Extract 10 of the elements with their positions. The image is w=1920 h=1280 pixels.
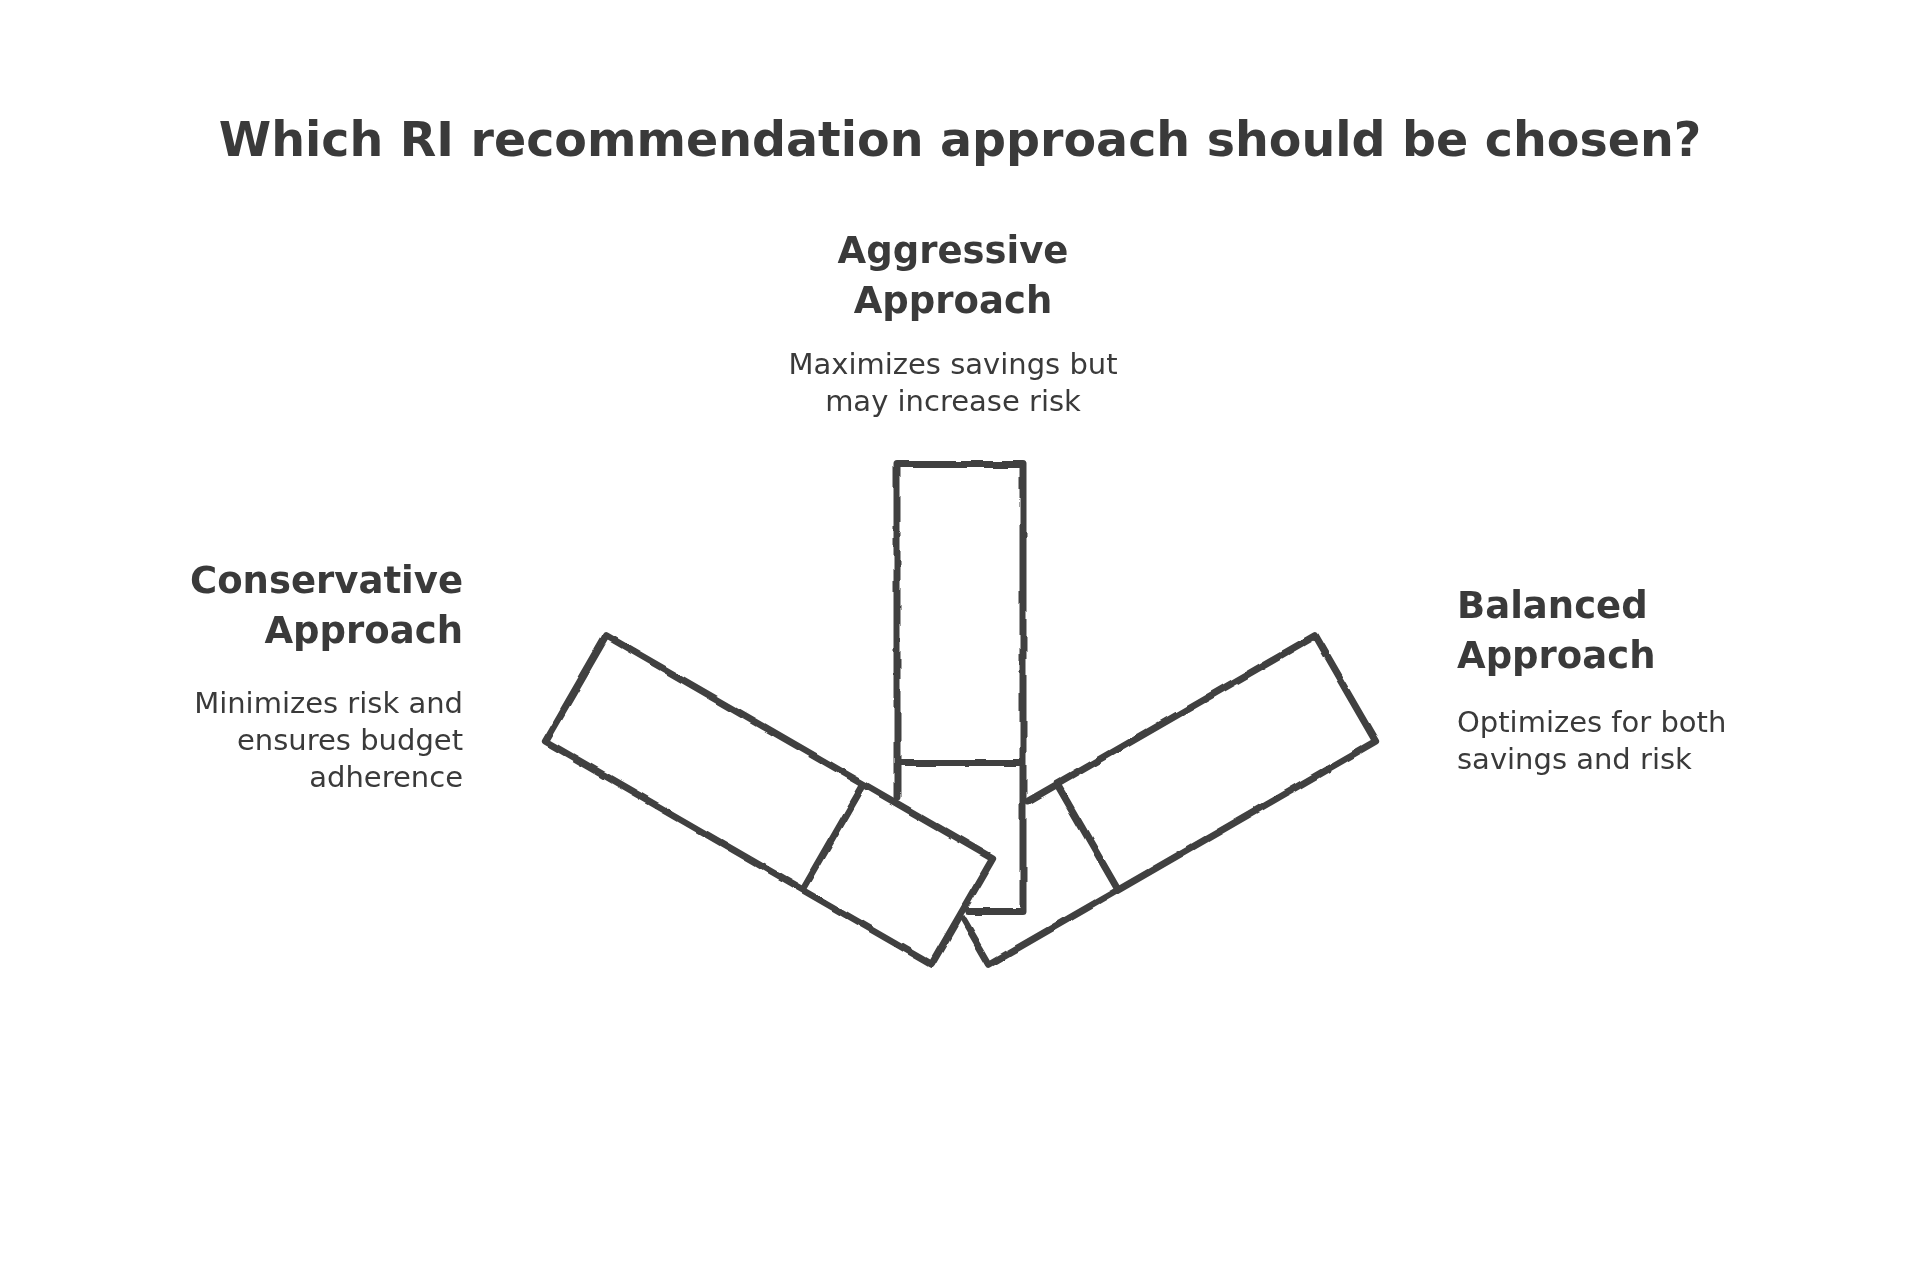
approach-description: Maximizes savings but may increase risk <box>787 346 1119 420</box>
approach-heading: Conservative Approach <box>189 558 463 654</box>
bar-shape <box>893 461 1027 915</box>
approach-heading: Aggressive Approach <box>836 228 1070 324</box>
diagram-title: Which RI recommendation approach should be chosen? <box>218 111 1702 169</box>
approach-description: Optimizes for both savings and risk <box>1457 704 1728 778</box>
bar-shape <box>541 632 997 968</box>
approach-heading: Balanced Approach <box>1457 583 1657 679</box>
bar-shape <box>960 632 1380 968</box>
approach-description: Minimizes risk and ensures budget adherence <box>193 685 463 796</box>
